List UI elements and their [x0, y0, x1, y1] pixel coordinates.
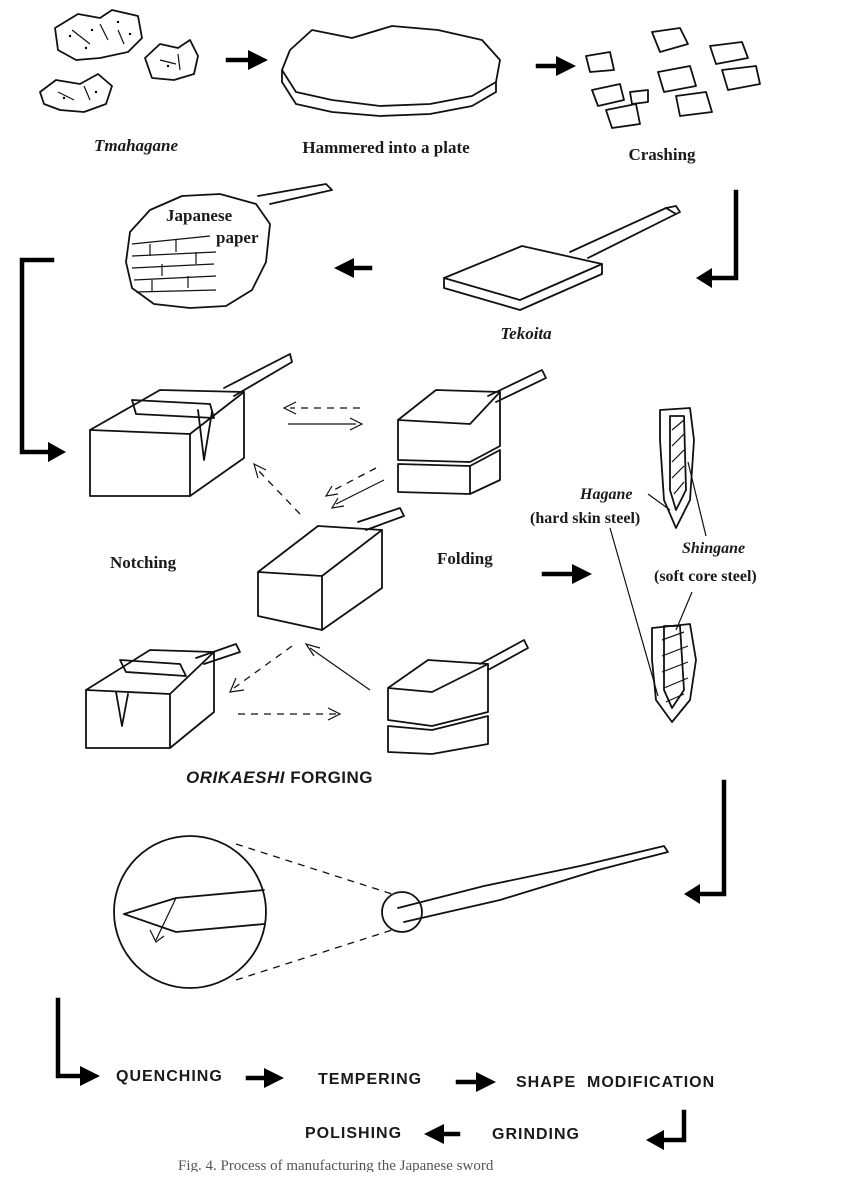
folded-block-bottom — [387, 639, 529, 755]
notched-block-bottom — [85, 643, 241, 749]
center-block — [257, 507, 405, 631]
arrow-bracket-bottom — [55, 997, 100, 1086]
label-folding: Folding — [437, 549, 493, 568]
tekoita-plate — [443, 205, 681, 311]
step-polishing: POLISHING — [305, 1125, 403, 1142]
label-crashing: Crashing — [628, 145, 696, 164]
hammered-plate — [281, 25, 501, 117]
label-hammered-plate: Hammered into a plate — [302, 138, 470, 157]
label-japanese-paper-1: Japanese — [166, 206, 233, 225]
label-orikaeshi-forging: ORIKAESHI FORGING — [186, 768, 373, 788]
label-japanese-paper-2: paper — [216, 228, 259, 247]
label-notching: Notching — [110, 553, 177, 572]
arrow-right-2 — [535, 56, 576, 76]
tamahagane-rocks — [39, 9, 199, 113]
magnified-tip — [113, 835, 267, 989]
step-grinding: GRINDING — [492, 1126, 580, 1143]
label-shingane: Shingane — [682, 540, 746, 557]
arrow-quench-temper — [245, 1068, 284, 1088]
step-tempering: TEMPERING — [318, 1071, 423, 1088]
label-tamahagane: Tmahagane — [93, 136, 179, 155]
label-orikaeshi-word: ORIKAESHI — [186, 768, 285, 787]
forging-cycle-arrows — [229, 401, 385, 721]
label-forging-word: FORGING — [284, 768, 374, 787]
arrow-grind-polish — [424, 1124, 461, 1144]
label-shingane-desc: (soft core steel) — [654, 568, 757, 585]
cross-section-upper — [659, 407, 695, 529]
sword-blade — [381, 845, 669, 933]
magnifier-lines — [235, 843, 393, 981]
arrow-temper-shape — [455, 1072, 496, 1092]
arrow-left-1 — [334, 258, 373, 278]
arrow-bracket-left — [19, 257, 66, 462]
notched-block-top — [89, 353, 293, 497]
step-shape-modification: SHAPE MODIFICATION — [516, 1074, 716, 1091]
figure-caption: Fig. 4. Process of manufacturing the Jap… — [178, 1158, 494, 1172]
arrow-shape-grind — [646, 1109, 687, 1150]
arrow-right-3 — [541, 564, 592, 584]
cross-section-leaders — [609, 461, 707, 697]
folded-block-top — [397, 369, 547, 495]
label-tekoita: Tekoita — [500, 324, 552, 343]
step-quenching: QUENCHING — [116, 1068, 223, 1085]
wrapped-stack — [125, 183, 333, 309]
crashed-fragments — [585, 27, 761, 129]
arrow-down-right-2 — [684, 779, 727, 904]
arrow-right-1 — [225, 50, 268, 70]
label-hagane-desc: (hard skin steel) — [530, 510, 641, 527]
cross-section-lower — [651, 623, 697, 723]
label-hagane: Hagane — [580, 486, 633, 503]
arrow-down-right-1 — [696, 189, 739, 288]
